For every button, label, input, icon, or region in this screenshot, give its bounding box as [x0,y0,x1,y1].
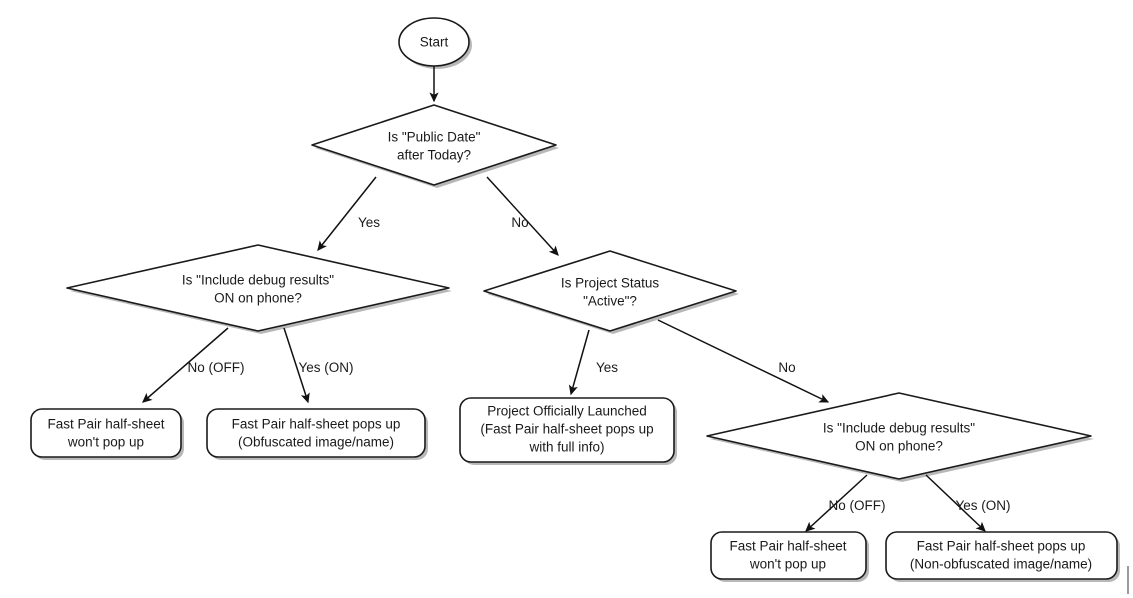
outcome-left-no-line-1: Fast Pair half-sheet [47,417,164,432]
outcome-right-no-line-2: won't pop up [749,557,826,572]
node-outcome-officially-launched[interactable]: Project Officially Launched (Fast Pair h… [459,397,675,463]
edge-left-debug-yes [283,327,310,404]
outcome-launched-line-1: Project Officially Launched [487,404,647,419]
edge-label-project-status-yes: Yes [596,360,618,375]
edge-public-date-no [486,176,559,256]
outcome-non-obfuscated-box[interactable] [885,531,1118,580]
edge-label-left-debug-no: No (OFF) [188,360,245,375]
debug-left-diamond[interactable] [66,244,450,332]
edge-label-project-status-no: No [778,360,795,375]
outcome-right-no-box[interactable] [710,531,867,580]
edges [142,66,986,532]
edge-label-right-debug-yes: Yes (ON) [955,498,1010,513]
project-status-diamond[interactable] [483,250,737,332]
node-outcome-obfuscated[interactable]: Fast Pair half-sheet pops up (Obfuscated… [206,408,426,458]
node-outcome-non-obfuscated[interactable]: Fast Pair half-sheet pops up (Non-obfusc… [885,531,1118,580]
edge-project-status-yes [568,329,590,396]
public-date-diamond[interactable] [311,104,557,186]
debug-right-line-1: Is "Include debug results" [823,421,975,436]
debug-left-line-2: ON on phone? [214,291,302,306]
node-outcome-no-popup-left[interactable]: Fast Pair half-sheet won't pop up [30,408,182,458]
edge-label-public-date-no: No [511,215,528,230]
node-project-status-decision[interactable]: Is Project Status "Active"? [483,250,737,332]
project-status-line-2: "Active"? [583,294,637,309]
outcome-obfuscated-line-2: (Obfuscated image/name) [238,435,394,450]
outcome-obfuscated-line-1: Fast Pair half-sheet pops up [232,417,401,432]
start-ellipse[interactable] [398,17,470,67]
project-status-line-1: Is Project Status [561,276,660,291]
outcome-left-no-box[interactable] [30,408,182,458]
outcome-left-no-line-2: won't pop up [67,435,144,450]
outcome-right-no-line-1: Fast Pair half-sheet [729,539,846,554]
outcome-non-obfuscated-line-2: (Non-obfuscated image/name) [910,557,1092,572]
edge-project-status-no [657,319,830,403]
outcome-non-obfuscated-line-1: Fast Pair half-sheet pops up [917,539,1086,554]
node-debug-results-right-decision[interactable]: Is "Include debug results" ON on phone? [706,392,1092,480]
edge-label-public-date-yes: Yes [358,215,380,230]
nodes: Start Is "Public Date" after Today? Is "… [30,17,1118,580]
outcome-launched-line-3: with full info) [528,440,604,455]
debug-left-line-1: Is "Include debug results" [182,273,334,288]
outcome-launched-line-2: (Fast Pair half-sheet pops up [480,422,653,437]
edge-right-debug-yes [925,474,986,532]
edge-label-right-debug-no: No (OFF) [829,498,886,513]
outcome-launched-box[interactable] [459,397,675,463]
edge-label-left-debug-yes: Yes (ON) [298,360,353,375]
debug-right-line-2: ON on phone? [855,439,943,454]
start-label: Start [420,35,449,50]
edge-labels: Yes No No (OFF) Yes (ON) Yes No No (OFF)… [188,215,1011,513]
node-public-date-decision[interactable]: Is "Public Date" after Today? [311,104,557,186]
edge-left-debug-no [142,327,229,403]
public-date-line-1: Is "Public Date" [388,130,481,145]
edge-public-date-yes [317,176,377,251]
debug-right-diamond[interactable] [706,392,1092,480]
node-outcome-no-popup-right[interactable]: Fast Pair half-sheet won't pop up [710,531,867,580]
edge-right-debug-no [805,474,868,532]
node-debug-results-left-decision[interactable]: Is "Include debug results" ON on phone? [66,244,450,332]
outcome-obfuscated-box[interactable] [206,408,426,458]
public-date-line-2: after Today? [397,148,471,163]
node-start[interactable]: Start [398,17,470,67]
